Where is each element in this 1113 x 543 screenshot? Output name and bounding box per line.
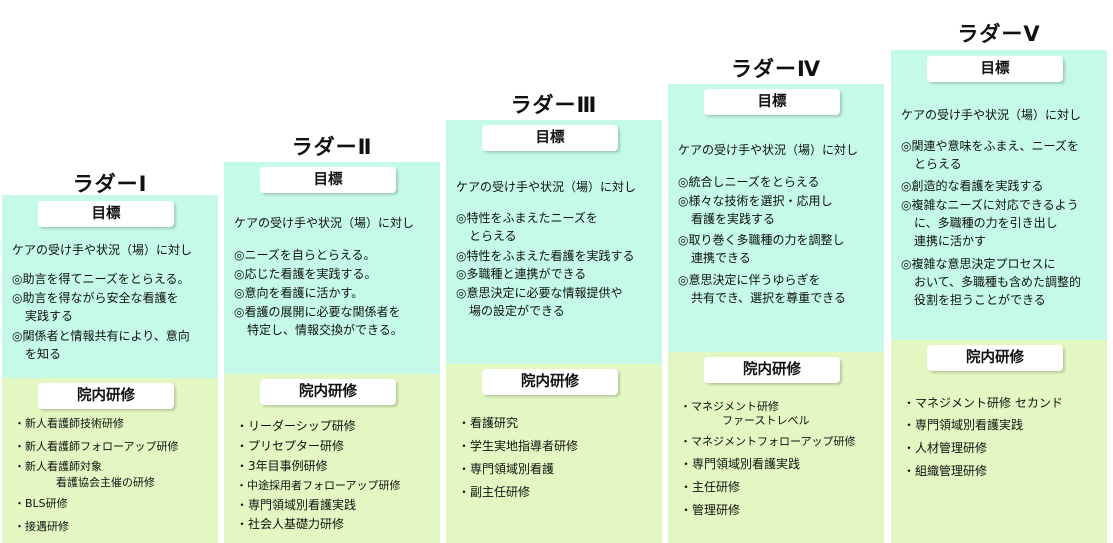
training-item: ・専門領域別看護実践 [236, 498, 357, 512]
ladder-2-column: ラダーⅡ 目標 ケアの受け手や状況（場）に対し ◎ニーズを自らとらえる。 ◎応じ… [224, 0, 440, 543]
goal-intro: ケアの受け手や状況（場）に対し [12, 243, 193, 257]
training-item: ・専門領域別看護実践 [680, 457, 801, 471]
goal-item: ◎助言を得てニーズをとらえる。 [12, 272, 190, 286]
goal-item: ◎様々な技術を選択・応用し看護を実践する [678, 194, 833, 226]
ladder-3-column: ラダーⅢ 目標 ケアの受け手や状況（場）に対し ◎特性をふまえたニーズをとらえる… [446, 0, 662, 543]
training-panel: 院内研修 ・リーダーシップ研修 ・プリセプター研修 ・3年目事例研修 ・中途採用… [224, 374, 440, 543]
goal-item: ◎意思決定に必要な情報提供や場の設定ができる [456, 286, 623, 318]
ladder-1-column: ラダーⅠ 目標 ケアの受け手や状況（場）に対し ◎助言を得てニーズをとらえる。 … [2, 0, 218, 543]
training-item: ・組織管理研修 [903, 464, 988, 478]
training-item: ・新人看護師技術研修 [14, 417, 124, 430]
goal-item: ◎関連や意味をふまえ、ニーズをとらえる [901, 139, 1079, 171]
ladder-title: ラダーⅠ [72, 172, 148, 196]
goal-label: 目標 [927, 56, 1063, 82]
goal-item: ◎特性をふまえた看護を実践する [456, 249, 635, 263]
goal-item: ◎助言を得ながら安全な看護を実践する [12, 291, 179, 323]
goal-item: ◎特性をふまえたニーズをとらえる [456, 211, 598, 243]
goal-item: ◎ニーズを自らとらえる。 [234, 248, 376, 262]
training-item: ・新人看護師対象看護協会主催の研修 [14, 460, 155, 489]
goal-item: ◎創造的な看護を実践する [901, 179, 1044, 193]
training-panel: 院内研修 ・マネジメント研修 セカンド ・専門領域別看護実践 ・人材管理研修 ・… [891, 340, 1107, 543]
goal-label: 目標 [704, 89, 840, 115]
training-label: 院内研修 [38, 383, 174, 409]
training-item: ・看護研究 [458, 416, 519, 430]
training-item: ・マネジメント研修ファーストレベル [680, 400, 810, 427]
training-item: ・学生実地指導者研修 [458, 439, 579, 453]
goal-item: ◎複雑なニーズに対応できるように、多職種の力を引き出し連携に活かす [901, 198, 1079, 248]
goal-intro: ケアの受け手や状況（場）に対し [456, 180, 637, 194]
goal-label: 目標 [260, 167, 396, 193]
goal-item: ◎取り巻く多職種の力を調整し連携できる [678, 233, 845, 265]
training-item: ・専門領域別看護実践 [903, 418, 1024, 432]
training-item: ・新人看護師フォローアップ研修 [14, 440, 179, 453]
goal-intro: ケアの受け手や状況（場）に対し [901, 108, 1082, 122]
training-label: 院内研修 [482, 369, 618, 395]
training-item: ・マネジメントフォローアップ研修 [680, 435, 856, 448]
training-panel: 院内研修 ・マネジメント研修ファーストレベル ・マネジメントフォローアップ研修 … [668, 352, 884, 543]
training-panel: 院内研修 ・看護研究 ・学生実地指導者研修 ・専門領域別看護 ・副主任研修 [446, 364, 662, 543]
goal-item: ◎多職種と連携ができる [456, 267, 587, 281]
goal-item: ◎看護の展開に必要な関係者を特定し、情報交換ができる。 [234, 305, 403, 337]
ladder-title: ラダーⅡ [291, 135, 373, 159]
ladder-5-column: ラダーⅤ 目標 ケアの受け手や状況（場）に対し ◎関連や意味をふまえ、ニーズをと… [891, 0, 1107, 543]
training-item: ・社会人基礎力研修 [236, 517, 345, 531]
goals-panel: 目標 ケアの受け手や状況（場）に対し ◎ニーズを自らとらえる。 ◎応じた看護を実… [224, 162, 440, 374]
goal-item: ◎意向を看護に活かす。 [234, 286, 364, 300]
goal-intro: ケアの受け手や状況（場）に対し [234, 216, 415, 230]
goal-intro: ケアの受け手や状況（場）に対し [678, 143, 859, 157]
training-label: 院内研修 [260, 379, 396, 405]
ladder-4-column: ラダーⅣ 目標 ケアの受け手や状況（場）に対し ◎統合しニーズをとらえる ◎様々… [668, 0, 884, 543]
goal-label: 目標 [482, 125, 618, 151]
training-item: ・主任研修 [680, 480, 741, 494]
goal-item: ◎関係者と情報共有により、意向を知る [12, 329, 190, 361]
training-item: ・専門領域別看護 [458, 462, 555, 476]
training-item: ・中途採用者フォローアップ研修 [236, 479, 401, 492]
training-item: ・マネジメント研修 セカンド [903, 396, 1063, 410]
training-label: 院内研修 [704, 357, 840, 383]
goals-panel: 目標 ケアの受け手や状況（場）に対し ◎特性をふまえたニーズをとらえる ◎特性を… [446, 120, 662, 364]
training-item: ・3年目事例研修 [236, 459, 328, 473]
training-item: ・副主任研修 [458, 485, 531, 499]
training-panel: 院内研修 ・新人看護師技術研修 ・新人看護師フォローアップ研修 ・新人看護師対象… [2, 378, 218, 543]
goal-label: 目標 [38, 201, 174, 227]
ladder-title: ラダーⅢ [510, 93, 598, 117]
ladder-title: ラダーⅣ [730, 57, 822, 81]
training-item: ・接遇研修 [14, 520, 69, 533]
goals-panel: 目標 ケアの受け手や状況（場）に対し ◎関連や意味をふまえ、ニーズをとらえる ◎… [891, 50, 1107, 340]
ladder-title: ラダーⅤ [957, 22, 1041, 46]
training-item: ・BLS研修 [14, 497, 68, 510]
goals-panel: 目標 ケアの受け手や状況（場）に対し ◎統合しニーズをとらえる ◎様々な技術を選… [668, 84, 884, 352]
goals-panel: 目標 ケアの受け手や状況（場）に対し ◎助言を得てニーズをとらえる。 ◎助言を得… [2, 195, 218, 378]
goal-item: ◎応じた看護を実践する。 [234, 267, 377, 281]
training-label: 院内研修 [927, 345, 1063, 371]
training-item: ・リーダーシップ研修 [236, 419, 356, 433]
training-item: ・人材管理研修 [903, 441, 988, 455]
training-item: ・プリセプター研修 [236, 439, 345, 453]
goal-item: ◎統合しニーズをとらえる [678, 175, 820, 189]
goal-item: ◎複雑な意思決定プロセスにおいて、多職種も含めた調整的役割を担うことができる [901, 257, 1082, 307]
training-item: ・管理研修 [680, 503, 741, 517]
goal-item: ◎意思決定に伴うゆらぎを共有でき、選択を尊重できる [678, 273, 846, 305]
